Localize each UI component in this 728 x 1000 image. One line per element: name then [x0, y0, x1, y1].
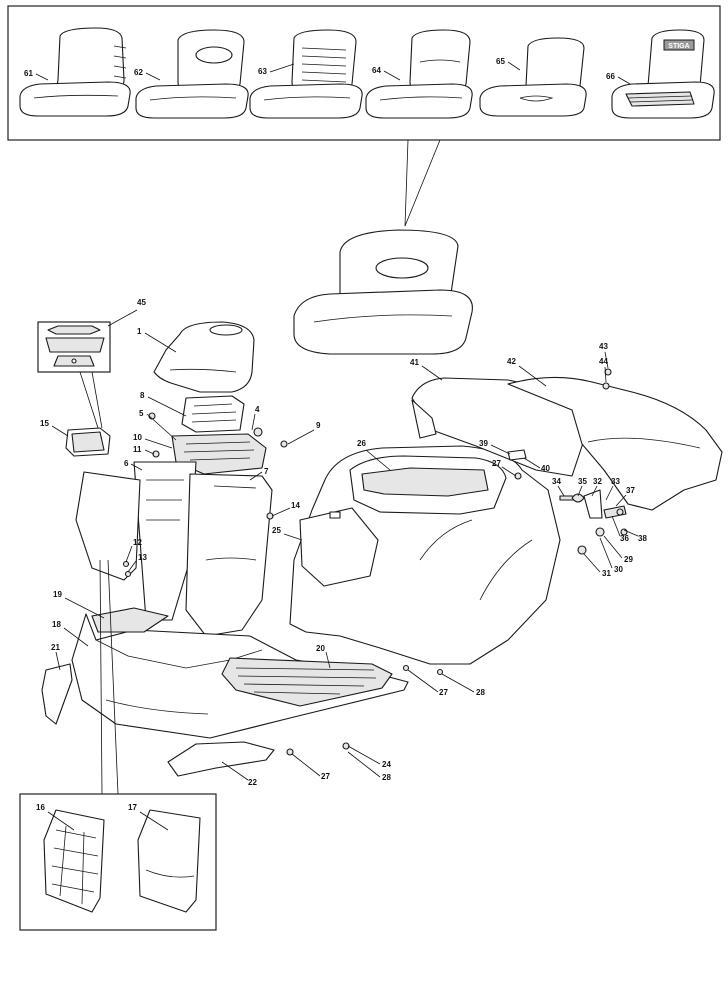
label-26: 26 [357, 439, 366, 448]
rear-fender-detail [587, 437, 701, 449]
label-42: 42 [507, 357, 516, 366]
label-7: 7 [264, 467, 269, 476]
grille-option-16 [43, 809, 105, 913]
inset-callout-line-left [99, 559, 103, 795]
label-41: 41 [410, 358, 419, 367]
label-17: 17 [128, 803, 137, 812]
seat-brand-logo: STIGA [668, 43, 689, 50]
label-25: 25 [272, 526, 281, 535]
grille-option-17 [137, 809, 201, 913]
label-31: 31 [602, 569, 611, 578]
hardware [122, 368, 628, 756]
side-panel [41, 663, 73, 725]
label-29: 29 [624, 555, 633, 564]
label-61: 61 [24, 69, 33, 78]
callout-line-right [404, 139, 441, 227]
label-22: 22 [248, 778, 257, 787]
main-seat [293, 229, 473, 355]
label-43: 43 [599, 342, 608, 351]
callout-line-left [404, 139, 409, 227]
seat-option-63 [249, 29, 363, 119]
label-45: 45 [137, 298, 146, 307]
mounting-plate [181, 395, 245, 433]
label-39: 39 [479, 439, 488, 448]
skid-plate [167, 741, 275, 777]
seat-option-65 [479, 37, 587, 117]
label-66: 66 [606, 72, 615, 81]
label-30: 30 [614, 565, 623, 574]
label-9: 9 [316, 421, 321, 430]
label-40: 40 [541, 464, 550, 473]
label-18: 18 [52, 620, 61, 629]
front-bracket-holes [146, 479, 184, 521]
rear-fender [507, 376, 723, 511]
label-4: 4 [255, 405, 260, 414]
label-14: 14 [291, 501, 300, 510]
steering-column-cover-detail [205, 485, 257, 561]
label-12: 12 [133, 538, 142, 547]
label-15: 15 [40, 419, 49, 428]
label-6: 6 [124, 459, 129, 468]
mounting-plate-grid [191, 403, 237, 423]
headlight-lens [71, 431, 105, 453]
label-65: 65 [496, 57, 505, 66]
label-64: 64 [372, 66, 381, 75]
label-36: 36 [620, 534, 629, 543]
front-bracket [133, 461, 197, 621]
label-28-bottom: 28 [382, 773, 391, 782]
label-63: 63 [258, 67, 267, 76]
seat-option-64 [365, 29, 473, 119]
label-1: 1 [137, 327, 142, 336]
label-37: 37 [626, 486, 635, 495]
label-sheet-45 [45, 325, 105, 367]
label-27-top: 27 [492, 459, 501, 468]
label-38: 38 [638, 534, 647, 543]
label-21: 21 [51, 643, 60, 652]
seat-option-labels: 61 62 63 64 65 66 [24, 57, 631, 85]
chassis-inner [95, 639, 263, 669]
label-10: 10 [133, 433, 142, 442]
label-5: 5 [139, 409, 144, 418]
label-44: 44 [599, 357, 608, 366]
access-lid-tab [329, 511, 341, 519]
label-27-mid: 27 [439, 688, 448, 697]
label-24: 24 [382, 760, 391, 769]
seat-option-62 [135, 29, 249, 119]
rear-body [289, 445, 561, 665]
inset-callout-line-right [107, 559, 119, 795]
label-19: 19 [53, 590, 62, 599]
access-lid [299, 507, 379, 587]
label-62: 62 [134, 68, 143, 77]
chassis-floor [105, 699, 209, 715]
label-27-bottom: 27 [321, 772, 330, 781]
label-13: 13 [138, 553, 147, 562]
footrest-mat [221, 657, 393, 707]
seat-option-66: STIGA [611, 29, 715, 119]
seat-options-frame [7, 5, 721, 141]
label-28-mid: 28 [476, 688, 485, 697]
label-20: 20 [316, 644, 325, 653]
label-11: 11 [133, 445, 142, 454]
rear-cover-plate-front [411, 399, 437, 439]
dashboard-cover [153, 321, 255, 393]
label-8: 8 [140, 391, 145, 400]
label-16: 16 [36, 803, 45, 812]
front-grille [75, 471, 141, 581]
seat-option-61 [19, 27, 131, 117]
part-labels: 45 1 8 5 4 9 15 10 11 6 7 14 12 13 19 18 [36, 298, 647, 831]
label-32: 32 [593, 477, 602, 486]
steering-column-cover [185, 473, 273, 637]
label-35: 35 [578, 477, 587, 486]
label-33: 33 [611, 477, 620, 486]
label-34: 34 [552, 477, 561, 486]
